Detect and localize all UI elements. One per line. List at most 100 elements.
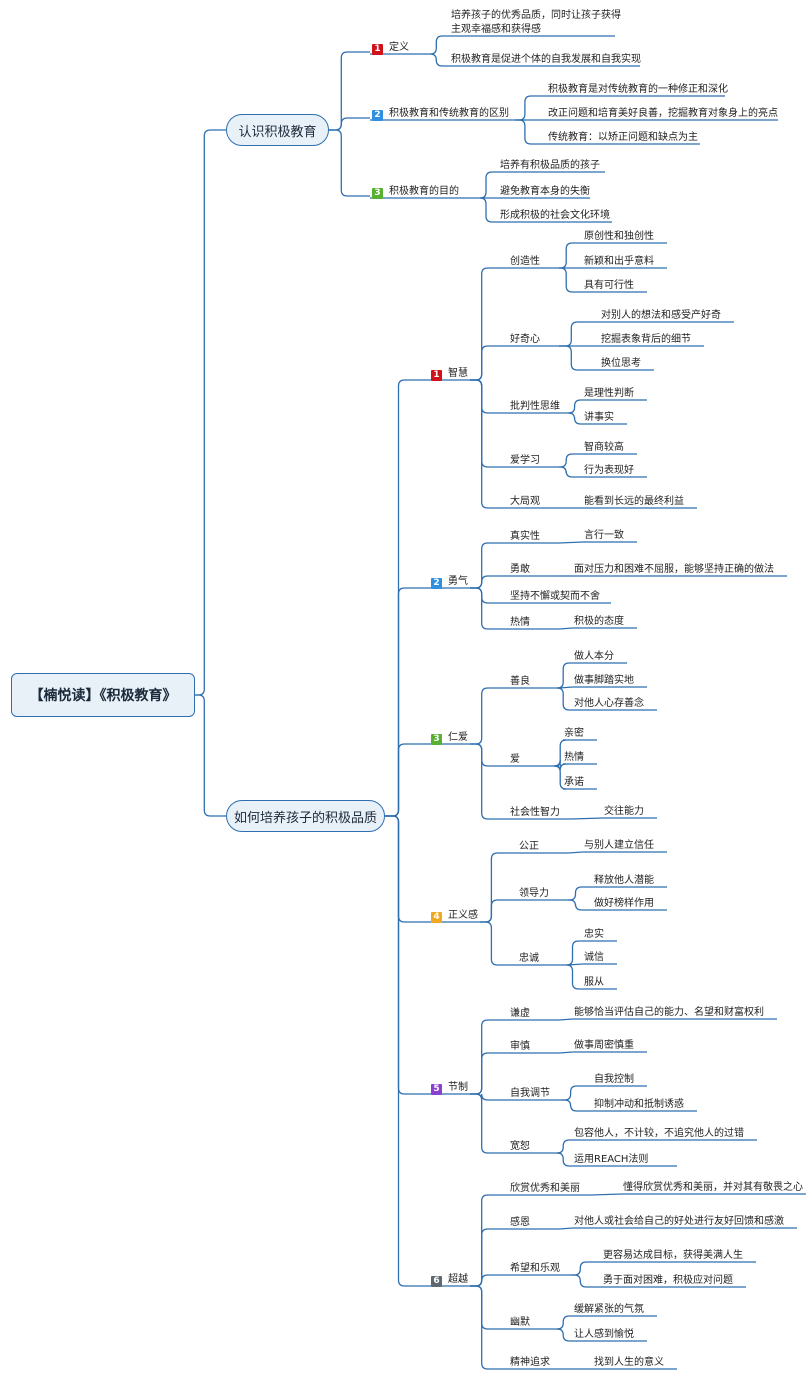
leaf-node[interactable]: 找到人生的意义 xyxy=(594,1357,664,1368)
sub-node[interactable]: 精神追求 xyxy=(510,1357,550,1368)
leaf-node[interactable]: 对别人的想法和感受产好奇 xyxy=(601,310,721,321)
leaf-node[interactable]: 原创性和独创性 xyxy=(584,231,654,242)
leaf-node[interactable]: 包容他人，不计较，不追究他人的过错 xyxy=(574,1128,744,1139)
leaf-node[interactable]: 对他人或社会给自己的好处进行友好回馈和感激 xyxy=(574,1216,784,1227)
leaf-node[interactable]: 传统教育：以矫正问题和缺点为主 xyxy=(548,132,698,143)
sub-connector xyxy=(470,1285,509,1330)
leaf-node[interactable]: 让人感到愉悦 xyxy=(574,1329,634,1340)
sub-node[interactable]: 幽默 xyxy=(510,1317,530,1328)
leaf-node[interactable]: 勇于面对困难，积极应对问题 xyxy=(603,1275,733,1286)
leaf-node[interactable]: 培养有积极品质的孩子 xyxy=(500,160,600,171)
number-badge: 4 xyxy=(431,912,442,923)
leaf-connector xyxy=(571,1261,602,1276)
leaf-node[interactable]: 培养孩子的优秀品质，同时让孩子获得主观幸福感和获得感 xyxy=(451,10,621,35)
root-node[interactable]: 【楠悦读】《积极教育》 xyxy=(11,673,195,717)
leaf-node[interactable]: 服从 xyxy=(584,977,604,988)
sub-connector xyxy=(470,1228,509,1287)
leaf-node[interactable]: 运用REACH法则 xyxy=(574,1154,649,1165)
leaf-node[interactable]: 避免教育本身的失衡 xyxy=(500,186,590,197)
branch-cultivate[interactable]: 如何培养孩子的积极品质 xyxy=(226,800,385,832)
leaf-node[interactable]: 积极教育是对传统教育的一种修正和深化 xyxy=(548,84,728,95)
leaf-node[interactable]: 形成积极的社会文化环境 xyxy=(500,210,610,221)
leaf-node[interactable]: 挖掘表象背后的细节 xyxy=(601,334,691,345)
leaf-connector xyxy=(567,851,584,854)
sub-node[interactable]: 领导力 xyxy=(519,888,549,899)
leaf-node[interactable]: 缓解紧张的气氛 xyxy=(574,1304,644,1315)
branch-recognize[interactable]: 认识积极教育 xyxy=(226,114,329,146)
sub-node[interactable]: 热情 xyxy=(510,617,530,628)
sub-connector xyxy=(470,575,509,589)
leaf-node[interactable]: 热情 xyxy=(564,752,584,763)
leaf-node[interactable]: 言行一致 xyxy=(584,530,624,541)
leaf-node[interactable]: 与别人建立信任 xyxy=(584,840,654,851)
leaf-node[interactable]: 面对压力和困难不屈服，能够坚持正确的做法 xyxy=(574,564,774,575)
leaf-node[interactable]: 承诺 xyxy=(564,777,584,788)
sub-node[interactable]: 善良 xyxy=(510,676,530,687)
leaf-node[interactable]: 更容易达成目标，获得美满人生 xyxy=(603,1250,743,1261)
leaf-node[interactable]: 新颖和出乎意料 xyxy=(584,256,654,267)
leaf-node[interactable]: 积极的态度 xyxy=(574,616,624,627)
leaf-node[interactable]: 抑制冲动和抵制诱惑 xyxy=(594,1099,684,1110)
sub-node[interactable]: 勇敢 xyxy=(510,564,530,575)
leaf-node[interactable]: 做事脚踏实地 xyxy=(574,675,634,686)
leaf-node[interactable]: 智商较高 xyxy=(584,442,624,453)
leaf-node[interactable]: 自我控制 xyxy=(594,1074,634,1085)
sub-node[interactable]: 爱学习 xyxy=(510,455,540,466)
section-label: 积极教育的目的 xyxy=(389,186,459,197)
sub-node[interactable]: 忠诚 xyxy=(519,953,539,964)
leaf-node[interactable]: 改正问题和培育美好良善，挖掘教育对象身上的亮点 xyxy=(548,108,778,119)
leaf-connector xyxy=(568,886,593,901)
sub-node[interactable]: 希望和乐观 xyxy=(510,1263,560,1274)
sub-node[interactable]: 真实性 xyxy=(510,531,540,542)
leaf-node[interactable]: 能看到长远的最终利益 xyxy=(584,496,684,507)
leaf-connector xyxy=(566,940,583,966)
leaf-node[interactable]: 能够恰当评估自己的能力、名望和财富权利 xyxy=(574,1007,764,1018)
sub-node[interactable]: 欣赏优秀和美丽 xyxy=(510,1183,580,1194)
sub-node[interactable]: 宽恕 xyxy=(510,1141,530,1152)
leaf-node[interactable]: 忠实 xyxy=(584,929,604,940)
leaf-node[interactable]: 做好榜样作用 xyxy=(594,898,654,909)
leaf-node[interactable]: 是理性判断 xyxy=(584,388,634,399)
leaf-node[interactable]: 换位思考 xyxy=(601,358,641,369)
sub-connector xyxy=(470,379,509,468)
sub-connector xyxy=(470,1093,509,1101)
leaf-node[interactable]: 具有可行性 xyxy=(584,280,634,291)
sub-node[interactable]: 感恩 xyxy=(510,1217,530,1228)
leaf-node[interactable]: 行为表现好 xyxy=(584,465,634,476)
sub-node[interactable]: 谦虚 xyxy=(510,1008,530,1019)
sub-node[interactable]: 审慎 xyxy=(510,1041,530,1052)
leaf-node[interactable]: 诚信 xyxy=(584,952,604,963)
sub-node[interactable]: 创造性 xyxy=(510,256,540,267)
leaf-node[interactable]: 释放他人潜能 xyxy=(594,875,654,886)
sub-node[interactable]: 社会性智力 xyxy=(510,807,560,818)
sub-node[interactable]: 批判性思维 xyxy=(510,401,560,412)
leaf-node[interactable]: 做事周密慎重 xyxy=(574,1040,634,1051)
sub-node[interactable]: 好奇心 xyxy=(510,334,540,345)
leaf-node[interactable]: 对他人心存善念 xyxy=(574,698,644,709)
leaf-connector xyxy=(558,1051,574,1054)
branch-label: 认识积极教育 xyxy=(238,124,317,140)
sub-node[interactable]: 公正 xyxy=(519,841,539,852)
sub-node[interactable]: 自我调节 xyxy=(510,1088,550,1099)
section-connector xyxy=(385,815,430,1287)
section-label: 仁爱 xyxy=(448,732,468,743)
leaf-node[interactable]: 做人本分 xyxy=(574,651,614,662)
leaf-node[interactable]: 交往能力 xyxy=(604,806,644,817)
leaf-node[interactable]: 积极教育是促进个体的自我发展和自我实现 xyxy=(451,54,641,65)
section-label: 勇气 xyxy=(448,576,468,587)
leaf-node[interactable]: 懂得欣赏优秀和美丽，并对其有敬畏之心 xyxy=(623,1182,803,1193)
leaf-node[interactable]: 亲密 xyxy=(564,728,584,739)
sub-node[interactable]: 大局观 xyxy=(510,496,540,507)
leaf-node[interactable]: 讲事实 xyxy=(584,412,614,423)
sub-node[interactable]: 爱 xyxy=(510,754,520,765)
sub-node[interactable]: 坚持不懈或契而不舍 xyxy=(510,591,600,602)
